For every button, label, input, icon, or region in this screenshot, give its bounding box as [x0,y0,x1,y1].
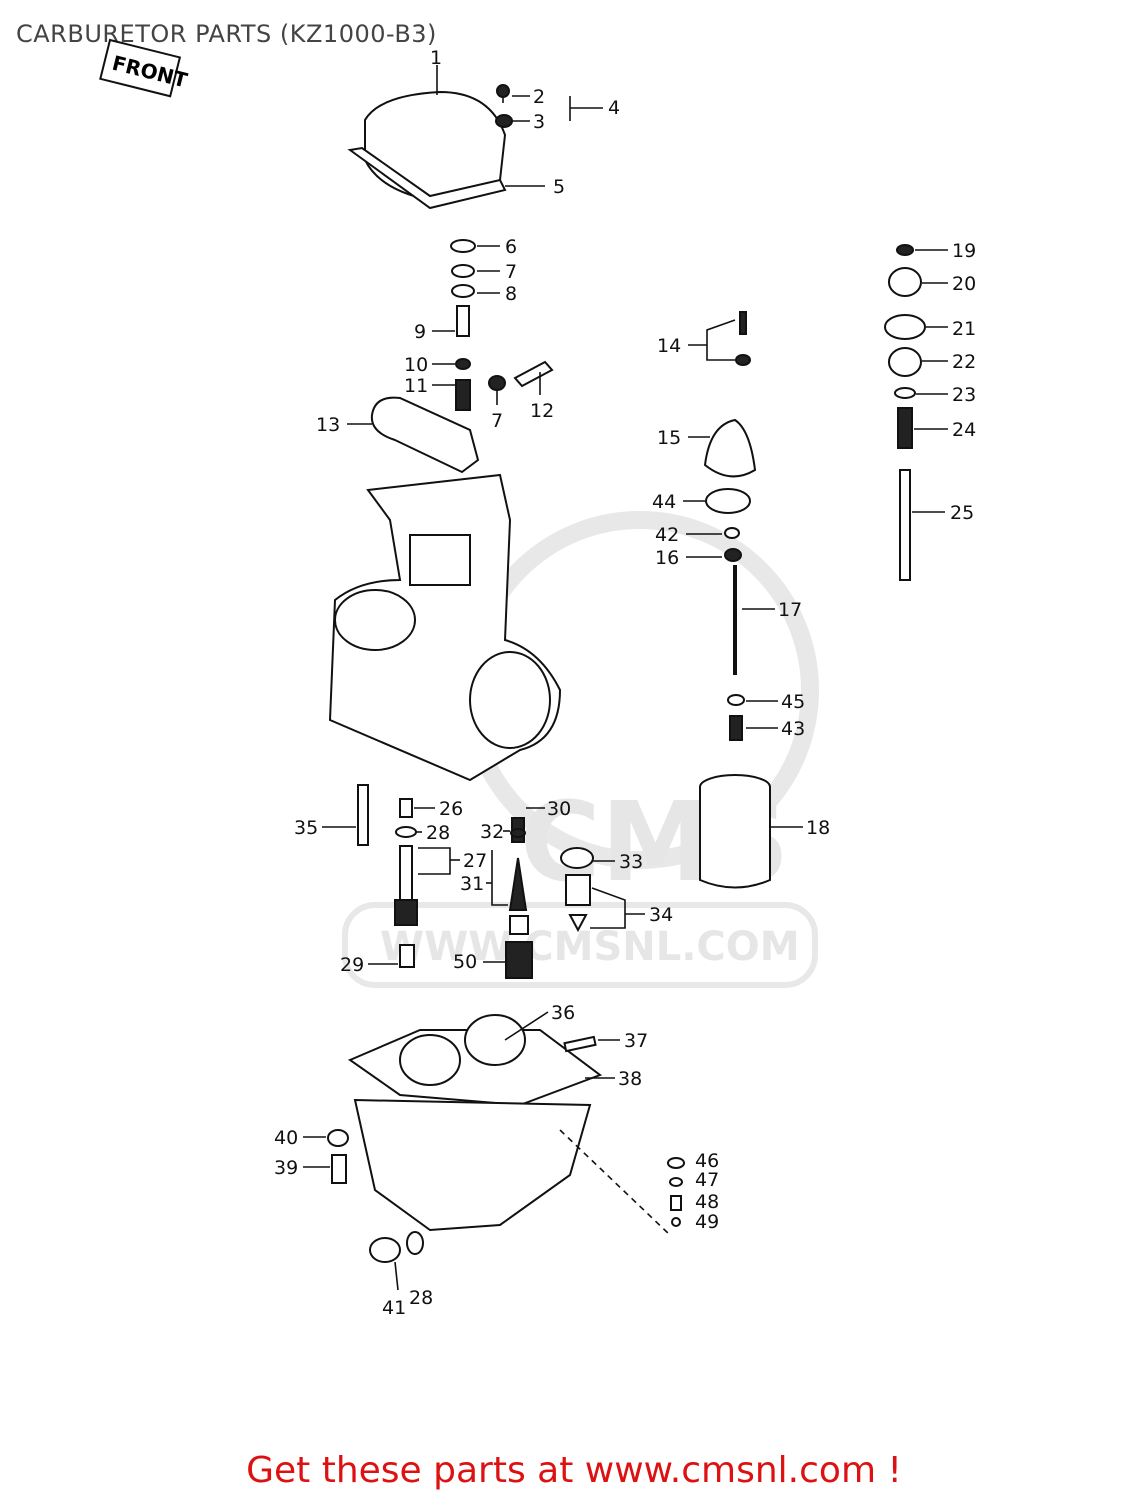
filter-cylinder-part [699,774,771,889]
callout-40: 40 [274,1127,298,1149]
top-cover-part [347,90,507,210]
callout-1: 1 [430,47,442,69]
footer-link[interactable]: Get these parts at www.cmsnl.com ! [246,1450,902,1491]
leader-lines [303,65,948,1291]
callout-28: 28 [426,822,450,844]
callout-30: 30 [547,798,571,820]
watermark-site: WWW.CMSNL.COM [380,924,800,970]
callout-47: 47 [695,1169,719,1191]
lever-arm-part [370,396,480,474]
callout-15: 15 [657,427,681,449]
part-callouts: 1 2 3 4 5 6 7 8 9 10 11 7 12 13 14 15 44… [274,47,976,1319]
callout-3: 3 [533,111,545,133]
callout-38: 38 [618,1068,642,1090]
callout-46: 46 [695,1150,719,1172]
callout-32: 32 [480,821,504,843]
callout-43: 43 [781,718,805,740]
callout-25: 25 [950,502,974,524]
callout-26: 26 [439,798,463,820]
nut-stack-part [450,239,554,411]
callout-18: 18 [806,817,830,839]
callout-28b: 28 [409,1287,433,1309]
callout-49: 49 [695,1211,719,1233]
callout-36: 36 [551,1002,575,1024]
callout-19: 19 [952,240,976,262]
piston-stack-part [884,244,926,581]
callout-37: 37 [624,1030,648,1052]
callout-8: 8 [505,283,517,305]
callout-17: 17 [778,599,802,621]
callout-10: 10 [404,354,428,376]
callout-44: 44 [652,491,676,513]
callout-33: 33 [619,851,643,873]
carburetor-body-part [328,473,562,782]
callout-41: 41 [382,1297,406,1319]
callout-45: 45 [781,691,805,713]
callout-39: 39 [274,1157,298,1179]
callout-7b: 7 [491,410,503,432]
callout-22: 22 [952,351,976,373]
callout-42: 42 [655,524,679,546]
callout-5: 5 [553,176,565,198]
callout-6: 6 [505,236,517,258]
callout-12: 12 [530,400,554,422]
callout-16: 16 [655,547,679,569]
screw-part [495,84,513,128]
callout-7: 7 [505,261,517,283]
callout-48: 48 [695,1191,719,1213]
callout-29: 29 [340,954,364,976]
callout-50: 50 [453,951,477,973]
exploded-parts-diagram: CMS WWW.CMSNL.COM FRONT [99,38,976,1319]
callout-13: 13 [316,414,340,436]
page-title: CARBURETOR PARTS (KZ1000-B3) [16,20,437,48]
float-bowl-part [327,1014,685,1263]
callout-24: 24 [952,419,976,441]
callout-31: 31 [460,873,484,895]
callout-2: 2 [533,86,545,108]
callout-34: 34 [649,904,673,926]
callout-20: 20 [952,273,976,295]
front-tag: FRONT [99,38,190,98]
callout-4: 4 [608,97,620,119]
callout-23: 23 [952,384,976,406]
callout-27: 27 [463,850,487,872]
jet-parts [357,784,594,979]
callout-14: 14 [657,335,681,357]
callout-21: 21 [952,318,976,340]
callout-9: 9 [414,321,426,343]
callout-11: 11 [404,375,428,397]
needle-assembly-part [703,311,757,741]
callout-35: 35 [294,817,318,839]
